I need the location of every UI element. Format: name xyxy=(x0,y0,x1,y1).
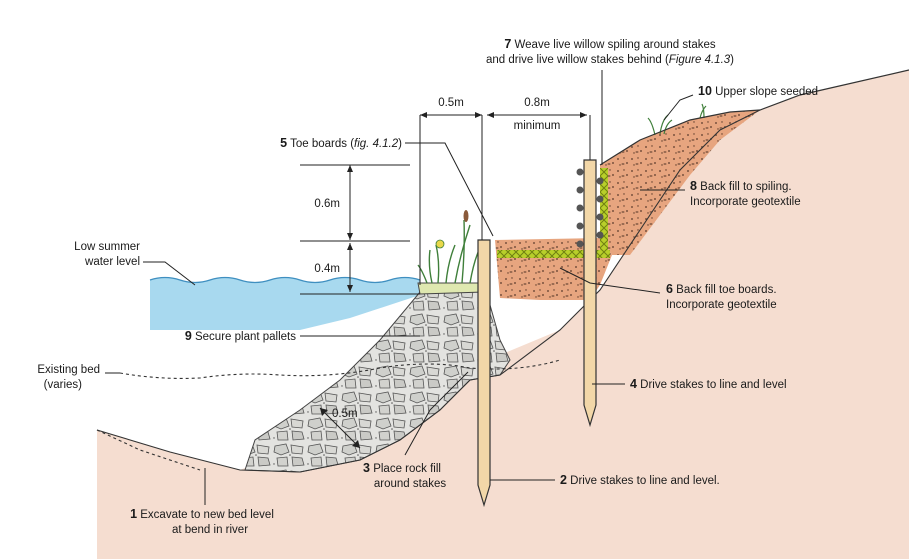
rear-stake xyxy=(583,159,597,428)
soil-region xyxy=(97,70,909,559)
bank-outline xyxy=(599,69,909,166)
soil-lower-left xyxy=(0,430,97,559)
label-3-line2: around stakes xyxy=(374,478,446,490)
spiling-weave xyxy=(576,168,604,248)
label-8-line2: Incorporate geotextile xyxy=(690,196,801,208)
label-2: 2 Drive stakes to line and level. xyxy=(560,473,720,487)
water-body xyxy=(150,277,420,330)
label-1-line2: at bend in river xyxy=(172,524,248,536)
plant-flower xyxy=(435,239,445,249)
existing-bed-label-line2: (varies) xyxy=(44,379,83,391)
leader-lines xyxy=(105,70,694,505)
label-9: 9 Secure plant pallets xyxy=(185,329,296,343)
spiling-backfill xyxy=(600,110,760,255)
label-4: 4 Drive stakes to line and level xyxy=(630,377,787,391)
dim-0-6m: 0.6m xyxy=(314,198,340,210)
water-level-label: Low summer xyxy=(74,241,140,253)
water-surface-line xyxy=(149,276,421,284)
label-10: 10 Upper slope seeded xyxy=(698,84,818,98)
existing-bed-label: Existing bed xyxy=(37,364,100,376)
dim-0-4m: 0.4m xyxy=(314,263,340,275)
label-7: 7 Weave live willow spiling around stake… xyxy=(504,37,716,51)
grass-tuft xyxy=(647,103,707,136)
plant-seedhead xyxy=(463,210,469,222)
dim-0-8m: 0.8m xyxy=(524,97,550,109)
label-6: 6 Back fill toe boards. xyxy=(666,282,777,296)
label-3: 3 Place rock fill xyxy=(363,461,441,475)
front-stake xyxy=(477,239,491,508)
label-6-line2: Incorporate geotextile xyxy=(666,299,777,311)
label-7-line2: and drive live willow stakes behind (Fig… xyxy=(486,54,734,66)
geotextile-toe xyxy=(497,250,610,258)
label-8: 8 Back fill to spiling. xyxy=(690,179,792,193)
label-5: 5 Toe boards (fig. 4.1.2) xyxy=(280,136,402,150)
plant-clump xyxy=(417,219,481,284)
dimension-arrows xyxy=(320,112,587,448)
plant-pallet xyxy=(417,282,485,295)
water-level-label-line2: water level xyxy=(84,256,140,268)
dim-minimum: minimum xyxy=(514,120,561,132)
label-1: 1 Excavate to new bed level xyxy=(130,507,274,521)
dim-0-5m-rock: 0.5m xyxy=(332,408,358,420)
dim-0-5m-top: 0.5m xyxy=(438,97,464,109)
